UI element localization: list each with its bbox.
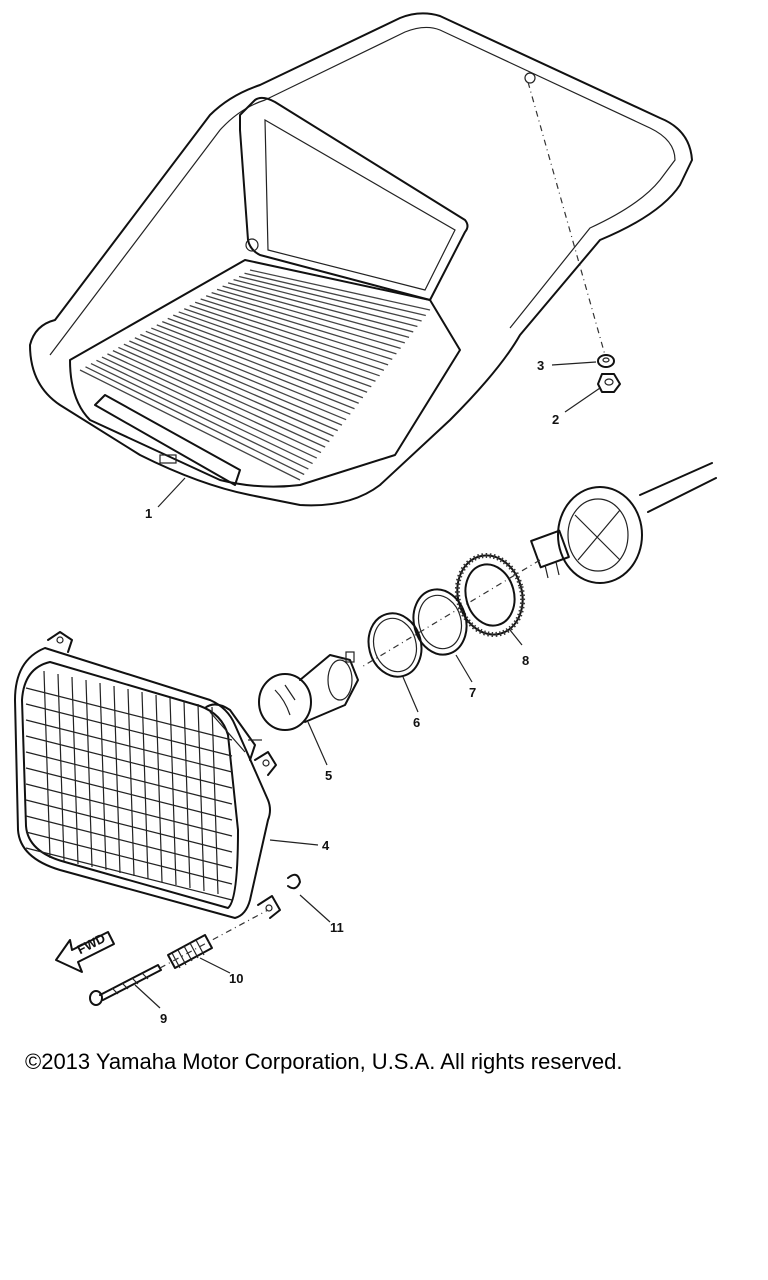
retaining-ring — [367, 612, 423, 678]
callout-3: 3 — [537, 358, 544, 373]
exploded-parts-diagram: FWD 1 2 3 4 5 6 7 8 9 10 11 — [14, 12, 717, 1026]
socket-assembly — [530, 462, 717, 584]
callout-11: 11 — [330, 920, 344, 935]
callout-5: 5 — [325, 768, 332, 783]
lens-grid — [25, 670, 233, 901]
washer — [597, 354, 615, 368]
nut — [597, 373, 621, 393]
forward-direction-arrow: FWD — [55, 930, 115, 973]
callout-8: 8 — [522, 653, 529, 668]
callout-7: 7 — [469, 685, 476, 700]
callout-9: 9 — [160, 1011, 167, 1026]
sealed-beam-unit — [14, 631, 281, 919]
fwd-label: FWD — [75, 930, 108, 957]
callout-4: 4 — [322, 838, 330, 853]
louver-hatching — [79, 269, 431, 481]
adjusting-screw — [89, 964, 162, 1006]
callout-10: 10 — [229, 971, 243, 986]
copyright-notice: ©2013 Yamaha Motor Corporation, U.S.A. A… — [25, 1049, 623, 1074]
callout-6: 6 — [413, 715, 420, 730]
headlight-bulb — [258, 651, 359, 731]
spring-clip — [287, 873, 301, 890]
headlight-cowl — [29, 12, 693, 507]
callout-2: 2 — [552, 412, 559, 427]
callout-1: 1 — [145, 506, 152, 521]
callouts: 1 2 3 4 5 6 7 8 9 10 11 — [134, 358, 601, 1026]
sealing-ring — [412, 588, 468, 656]
